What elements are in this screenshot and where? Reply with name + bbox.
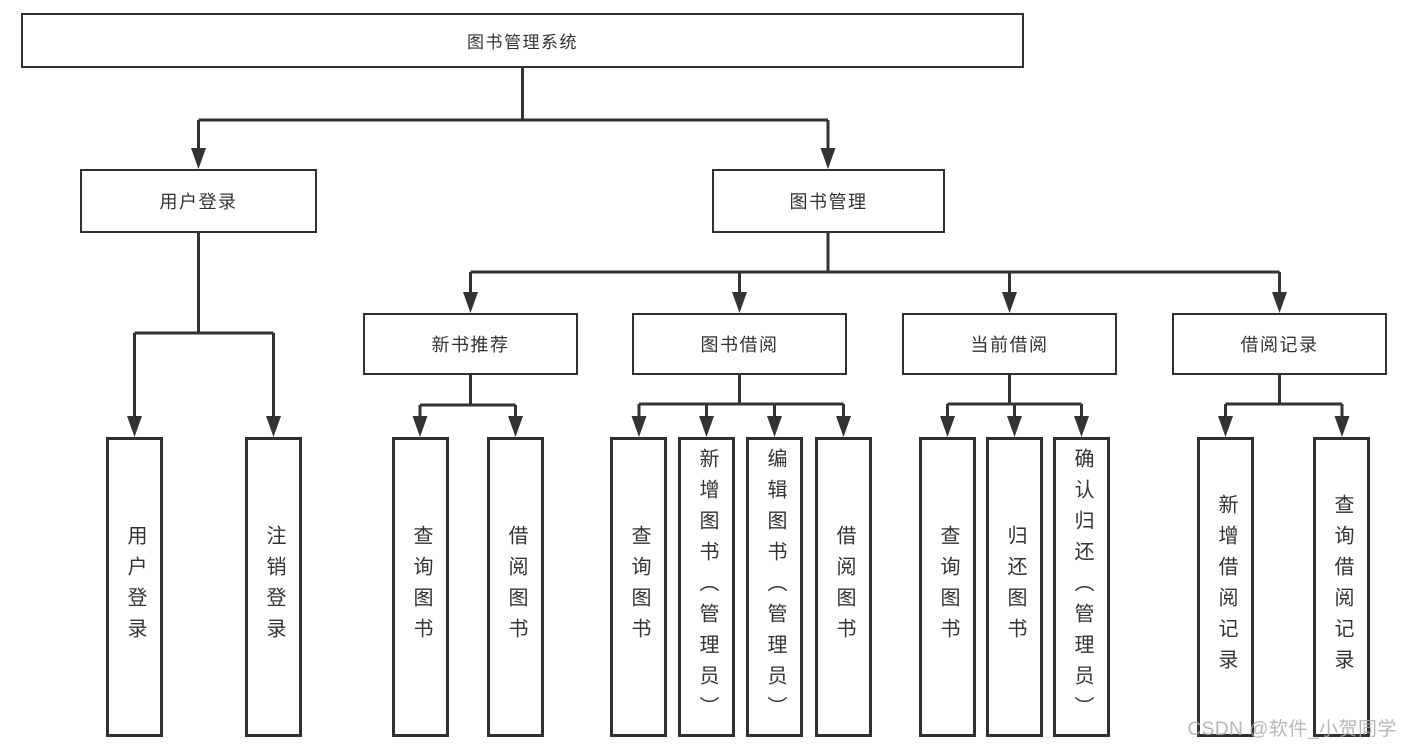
node-book-management: 图书管理 — [712, 169, 945, 233]
leaf-newbook-borrow-books-label: 借阅图书 — [505, 525, 527, 649]
leaf-current-confirm-return-label: 确认归还（管理员） — [1071, 447, 1093, 727]
node-book-management-label: 图书管理 — [789, 192, 868, 212]
node-new-book-recommend: 新书推荐 — [363, 313, 578, 375]
leaf-borrow-query-books-label: 查询图书 — [628, 525, 650, 649]
leaf-records-add-record: 新增借阅记录 — [1197, 437, 1254, 737]
node-root: 图书管理系统 — [21, 13, 1024, 68]
leaf-borrow-query-books: 查询图书 — [610, 437, 667, 737]
leaf-current-query-books: 查询图书 — [919, 437, 976, 737]
node-book-borrow-label: 图书借阅 — [700, 335, 779, 355]
leaf-borrow-add-books-label: 新增图书（管理员） — [696, 447, 718, 727]
leaf-user-login-label: 用户登录 — [124, 525, 146, 649]
leaf-current-return-books-label: 归还图书 — [1004, 525, 1026, 649]
leaf-current-query-books-label: 查询图书 — [937, 525, 959, 649]
leaf-newbook-query-books: 查询图书 — [392, 437, 449, 737]
connector-newbook-to-leaves — [418, 375, 517, 418]
connector-bookborrow-to-leaves — [637, 375, 845, 418]
node-user-login-label: 用户登录 — [159, 192, 238, 212]
leaf-records-query-record-label: 查询借阅记录 — [1331, 494, 1353, 680]
connector-root-to-level2 — [197, 68, 830, 149]
arrowheads — [127, 148, 1350, 437]
node-current-borrow-label: 当前借阅 — [970, 335, 1049, 355]
leaf-current-confirm-return: 确认归还（管理员） — [1053, 437, 1110, 737]
connector-records-to-leaves — [1224, 375, 1344, 418]
leaf-borrow-edit-books-label: 编辑图书（管理员） — [764, 447, 786, 727]
connector-bookmgmt-to-level3 — [469, 233, 1281, 294]
leaf-newbook-query-books-label: 查询图书 — [410, 525, 432, 649]
node-new-book-recommend-label: 新书推荐 — [431, 335, 510, 355]
leaf-logout: 注销登录 — [245, 437, 302, 737]
leaf-records-query-record: 查询借阅记录 — [1313, 437, 1370, 737]
leaf-borrow-borrow-books: 借阅图书 — [815, 437, 872, 737]
connector-userlogin-to-leaves — [133, 233, 275, 418]
node-borrow-records: 借阅记录 — [1172, 313, 1387, 375]
connector-currentborrow-to-leaves — [946, 375, 1083, 418]
node-borrow-records-label: 借阅记录 — [1240, 335, 1319, 355]
leaf-logout-label: 注销登录 — [263, 525, 285, 649]
node-book-borrow: 图书借阅 — [632, 313, 847, 375]
node-current-borrow: 当前借阅 — [902, 313, 1117, 375]
node-root-label: 图书管理系统 — [467, 33, 578, 52]
leaf-borrow-borrow-books-label: 借阅图书 — [833, 525, 855, 649]
leaf-records-add-record-label: 新增借阅记录 — [1215, 494, 1237, 680]
leaf-current-return-books: 归还图书 — [986, 437, 1043, 737]
leaf-borrow-edit-books: 编辑图书（管理员） — [746, 437, 803, 737]
leaf-newbook-borrow-books: 借阅图书 — [487, 437, 544, 737]
node-user-login: 用户登录 — [80, 169, 317, 233]
leaf-borrow-add-books: 新增图书（管理员） — [678, 437, 735, 737]
leaf-user-login: 用户登录 — [106, 437, 163, 737]
